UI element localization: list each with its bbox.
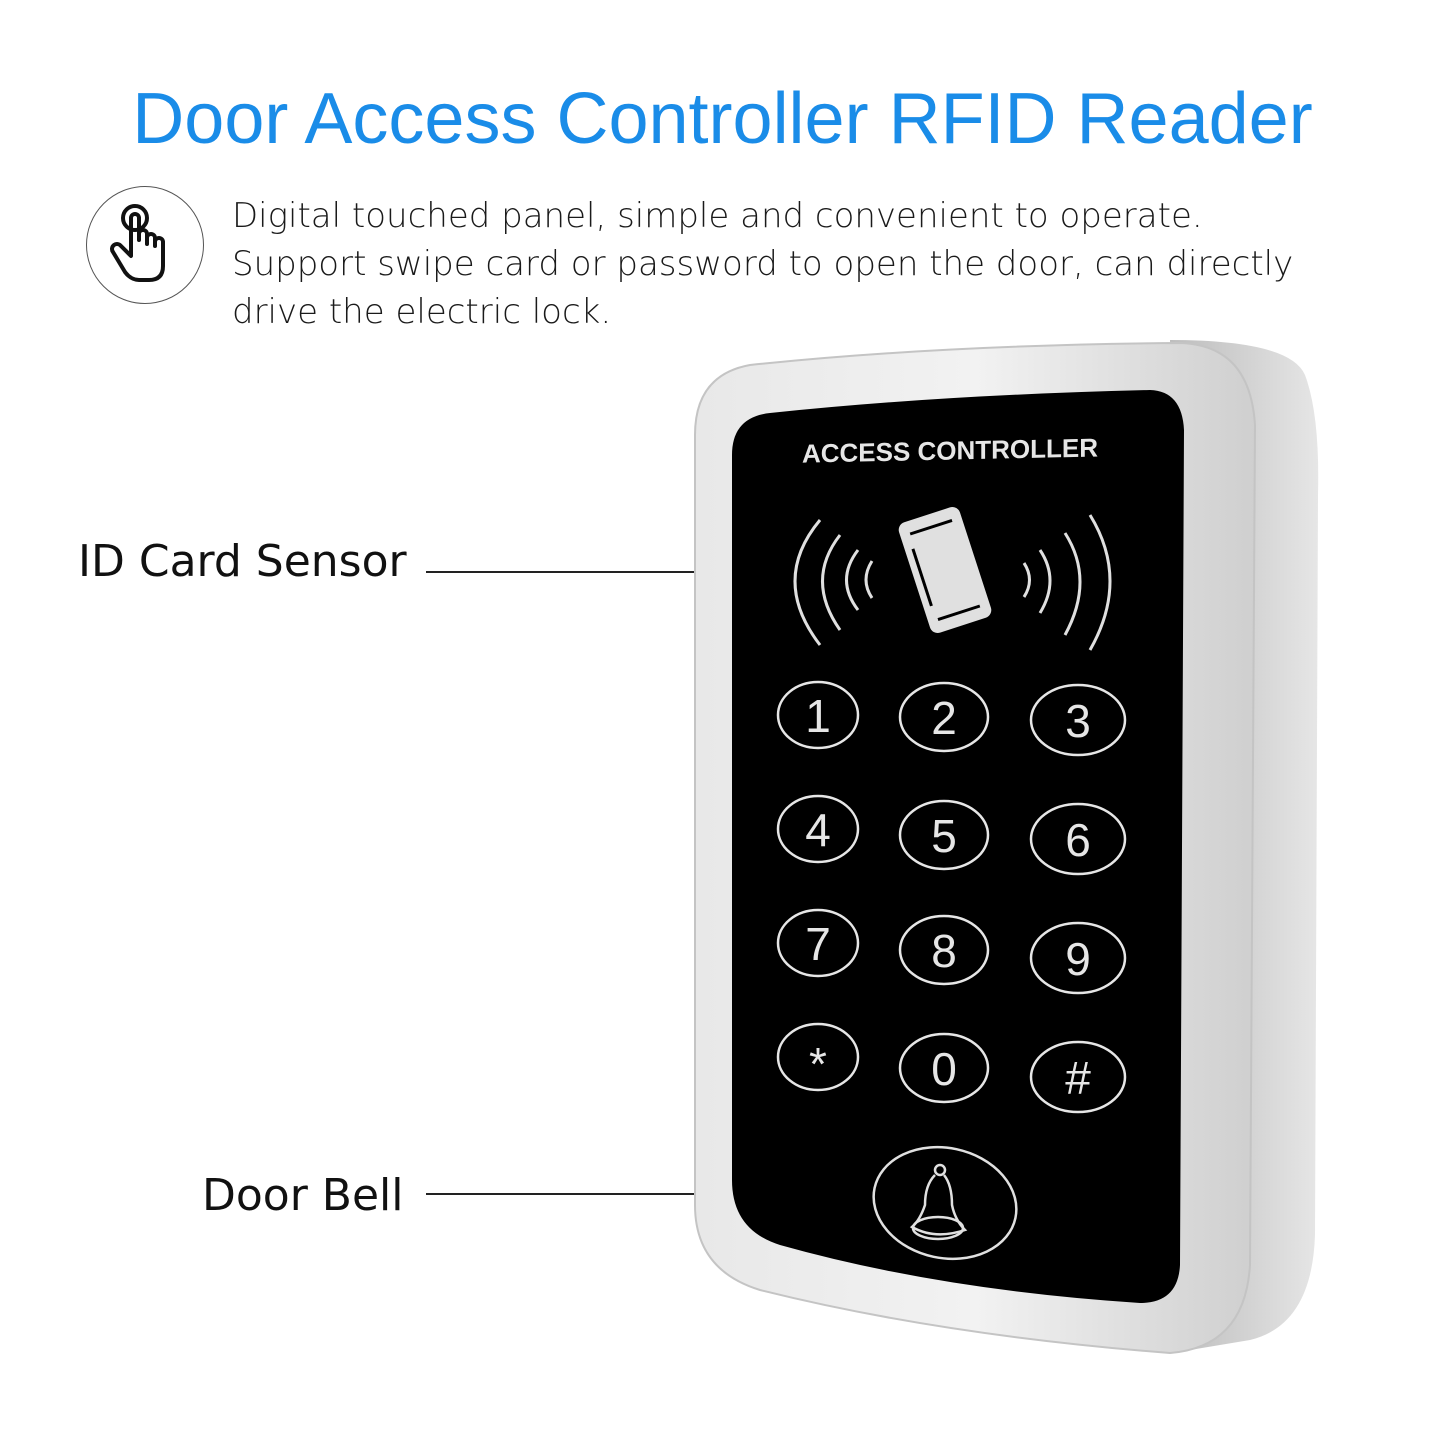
door-bell-button[interactable] [863,1134,1027,1272]
key-0[interactable]: 0 [931,1043,957,1095]
keypad [776,680,1127,1114]
callout-line-bell [426,1193,734,1195]
key-3[interactable]: 3 [1065,695,1091,747]
key-6[interactable]: 6 [1065,814,1091,866]
feature-description: Digital touched panel, simple and conven… [232,192,1293,336]
feature-line: Digital touched panel, simple and conven… [232,196,1203,236]
brand-label: ACCESS CONTROLLER [802,432,1098,468]
key-2[interactable]: 2 [931,692,957,744]
key-hash[interactable]: # [1065,1052,1091,1104]
key-7[interactable]: 7 [805,918,831,970]
feature-line: Support swipe card or password to open t… [232,244,1294,284]
key-4[interactable]: 4 [805,804,831,856]
key-8[interactable]: 8 [931,925,957,977]
rfid-waves-icon [793,514,1112,651]
touch-hand-icon [86,186,204,304]
key-9[interactable]: 9 [1065,933,1091,985]
access-controller-device: ACCESS CONTROLLER 1 2 3 4 5 [694,340,1319,1355]
key-star[interactable]: * [809,1038,827,1090]
feature-line: drive the electric lock. [232,292,612,332]
id-card-icon [898,507,992,633]
callout-id-card-sensor: ID Card Sensor [78,536,407,587]
callout-door-bell: Door Bell [202,1170,404,1221]
bell-icon [909,1163,968,1241]
page-title: Door Access Controller RFID Reader [132,79,1313,159]
key-1[interactable]: 1 [805,690,831,742]
key-5[interactable]: 5 [931,810,957,862]
